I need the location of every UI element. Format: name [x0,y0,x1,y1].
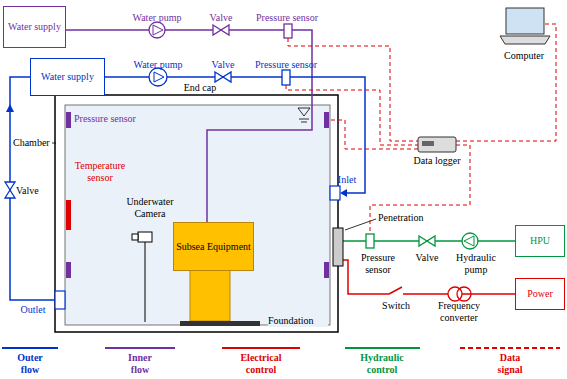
water-level-line [301,122,307,123]
frequency-converter-symbol [457,287,471,301]
legend-label: Inner flow [121,352,159,375]
foundation-plate [180,321,260,326]
part-label: Water pump [127,12,187,24]
water-pump-symbol [149,68,167,86]
part-label: Computer [496,50,552,62]
legend-sample [460,347,560,349]
data-signal-line [286,85,418,145]
equipment-pedestal [190,270,230,321]
part-label: Chamber [13,137,57,149]
part-label: Water pump [128,59,188,71]
pressure-sensor-symbol [324,262,329,278]
camera-cable [145,242,146,322]
part-label: Hydraulic pump [451,252,501,275]
valve-symbol [419,236,435,246]
data-signal-lines [286,24,556,234]
data-signal-line [370,145,470,234]
inlet-port [330,186,340,200]
pressure-sensor-symbol [66,262,71,278]
water-supply-box: Water supply [30,58,105,96]
part-label: Temperature sensor [69,160,131,183]
water-pump-symbol [153,25,163,35]
pressure-sensor-symbol [284,24,292,38]
outer-flow-pipe [105,77,365,193]
pressure-sensor-symbol [282,70,290,85]
laptop-base [500,36,550,44]
water-level-symbol [298,108,310,116]
valve-symbol [215,72,231,82]
hydraulic-pump-symbol [462,233,478,249]
part-label: Inlet [332,174,362,186]
data-logger-icon [418,137,456,152]
water-pump-symbol [154,72,164,82]
penetration-leader [345,219,376,230]
node-label: Water supply [6,19,63,35]
legend-label: Electrical control [234,352,288,375]
underwater-camera-icon [138,232,152,242]
node-label: Power [525,286,555,302]
part-label: Switch [376,300,416,312]
valve-symbol [213,25,229,35]
part-label: Outlet [13,304,53,316]
valve-symbol [5,182,15,198]
part-label: Data logger [407,155,467,167]
chamber-leader [52,143,56,144]
flow-arrowhead [6,104,14,112]
data-signal-line [456,24,556,141]
water-level-line [299,119,309,120]
part-label: Foundation [268,315,328,327]
part-label: Valve [201,12,241,24]
temperature-sensor-symbol [66,200,71,230]
part-label: Penetration [378,212,440,224]
water-pump-symbol [149,22,165,38]
part-label: Pressure sensor [74,113,146,125]
outlet-port [55,291,65,309]
part-label: Frequency converter [431,300,487,323]
node-label: HPU [528,233,552,249]
outer-flow-pipe [10,77,55,300]
switch-symbol [389,287,402,294]
data-logger-icon [422,141,434,146]
pressure-sensor-symbol [66,112,71,128]
part-label: Valve [16,185,48,197]
pressure-sensor-symbol [324,112,329,128]
data-signal-line [329,120,418,149]
switch-gap [389,291,403,297]
flow-arrowhead [340,189,347,197]
penetration-block [333,228,343,266]
part-label: Pressure sensor [355,252,401,275]
legend-label: Hydraulic control [355,352,409,375]
part-label: Pressure sensor [251,12,323,24]
part-label: Valve [411,252,443,264]
node-label: Water supply [39,69,96,85]
legend-sample [105,347,175,349]
part-label: End cap [175,82,225,94]
part-label: Pressure sensor [250,59,322,71]
hydraulic-pump-symbol [464,236,474,246]
power-box: Power [515,278,565,310]
laptop-screen [506,8,544,34]
legend-sample [2,347,58,349]
hpu-box: HPU [515,225,565,257]
camera-lens [132,234,138,240]
legend-label: Data signal [491,352,529,375]
legend-sample [345,347,420,349]
part-label: Valve [203,59,243,71]
node-label: Subsea Equipment [174,239,253,255]
part-label: Underwater Camera [122,196,178,219]
legend-label: Outer flow [11,352,49,375]
pressure-sensor-symbol [366,234,374,248]
chamber-interior [65,105,330,325]
subsea-equipment-box: Subsea Equipment [173,222,254,271]
water-supply-box: Water supply [3,6,66,48]
legend-sample [222,347,300,349]
